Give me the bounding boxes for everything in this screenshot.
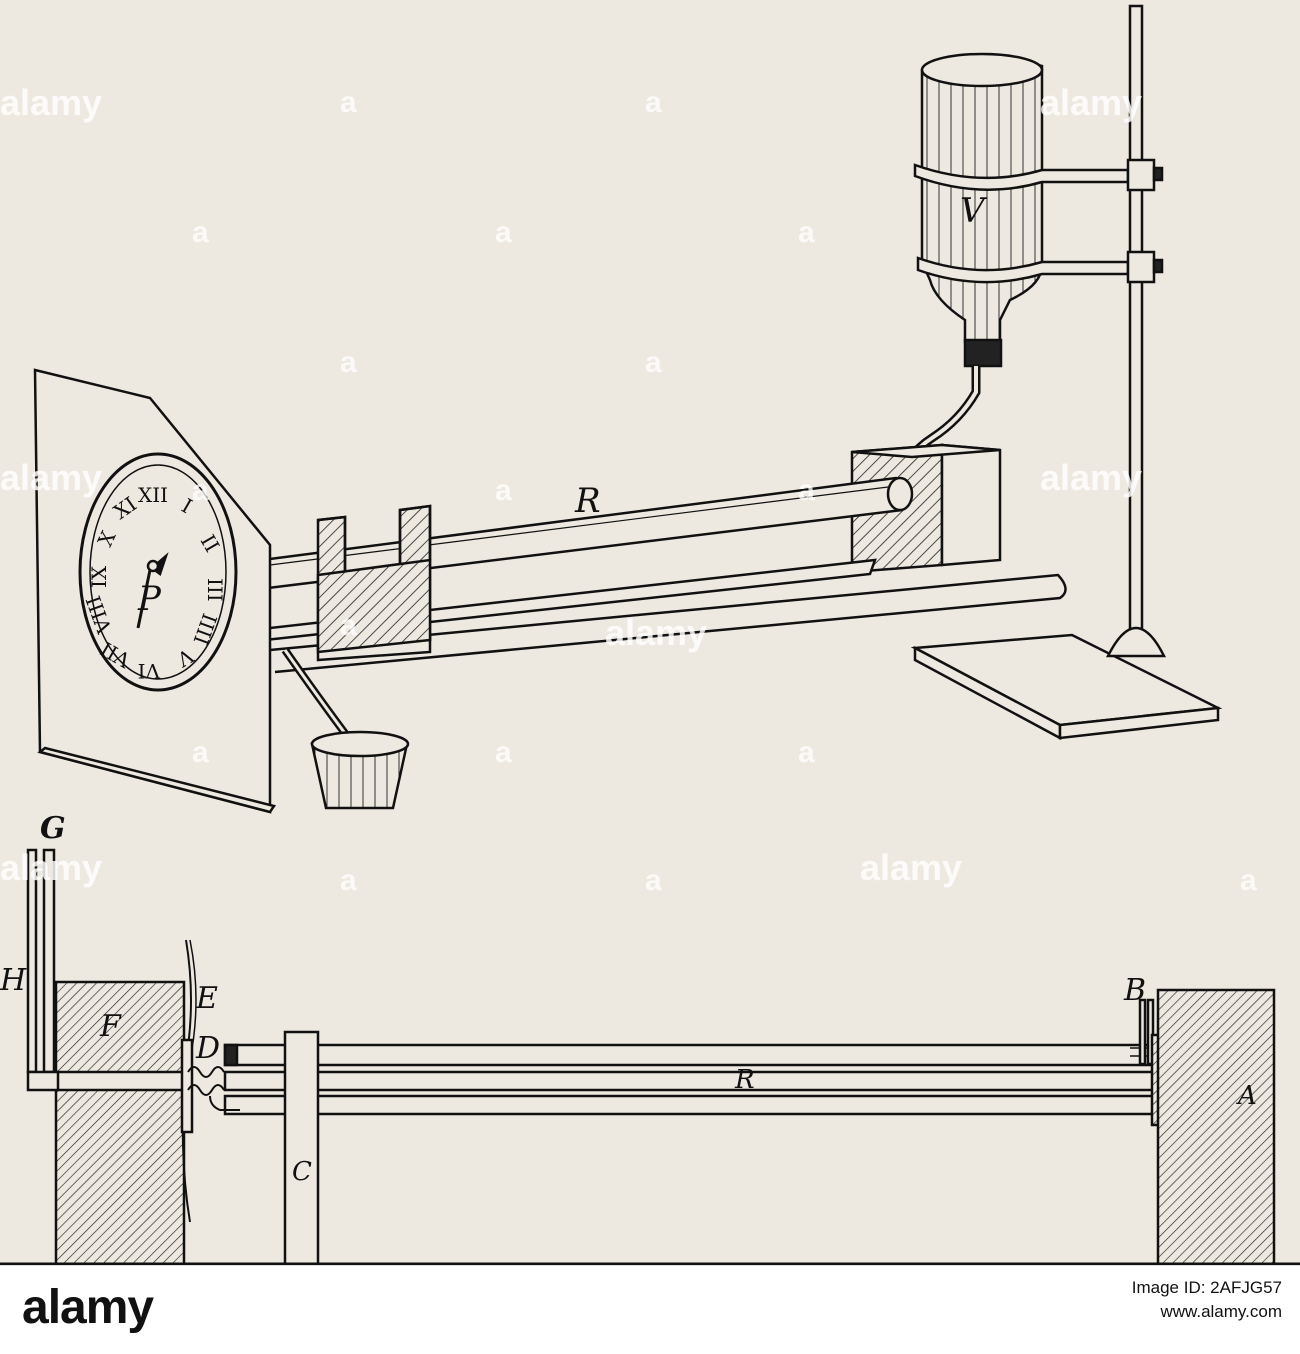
block-a bbox=[1156, 988, 1276, 1265]
watermark-small: a bbox=[645, 86, 662, 119]
dial-numeral: VI bbox=[138, 659, 161, 683]
label-c: C bbox=[292, 1157, 312, 1187]
watermark-small: a bbox=[495, 474, 512, 507]
watermark-small: a bbox=[798, 474, 815, 507]
watermark-small: a bbox=[798, 216, 815, 249]
label-e: E bbox=[195, 981, 218, 1016]
watermark-text: alamy bbox=[605, 612, 707, 653]
label-f: F bbox=[99, 1009, 122, 1044]
watermark-small: a bbox=[192, 216, 209, 249]
stand-base bbox=[910, 633, 1223, 741]
clamp-lower bbox=[916, 250, 1164, 284]
dial-numeral: IX bbox=[87, 565, 111, 588]
section-tube bbox=[209, 1043, 1157, 1116]
watermark-text: alamy bbox=[1040, 82, 1142, 123]
watermark-small: a bbox=[340, 86, 357, 119]
section-view bbox=[0, 848, 1300, 1265]
watermark-small: a bbox=[340, 346, 357, 379]
watermark-text: alamy bbox=[0, 847, 102, 888]
label-d: D bbox=[195, 1031, 220, 1066]
label-h: H bbox=[0, 963, 27, 998]
label-pointer-p: P bbox=[137, 579, 162, 619]
perspective-view bbox=[33, 4, 1223, 814]
watermark-text: alamy bbox=[0, 82, 102, 123]
gauge-tube bbox=[26, 848, 60, 1092]
dial-numeral: III bbox=[203, 578, 227, 602]
watermark-small: a bbox=[1240, 864, 1257, 897]
watermark-small: a bbox=[495, 736, 512, 769]
footer-logo: alamy bbox=[22, 1281, 154, 1334]
clamp-upper bbox=[913, 158, 1164, 192]
collection-cup bbox=[310, 730, 410, 810]
watermark-small: a bbox=[192, 474, 209, 507]
watermark-small: a bbox=[495, 216, 512, 249]
footer-bar: alamy Image ID: 2AFJG57 www.alamy.com bbox=[0, 1265, 1300, 1354]
watermark-small: a bbox=[340, 609, 357, 642]
watermark-small: a bbox=[340, 864, 357, 897]
watermark-small: a bbox=[798, 736, 815, 769]
label-g: G bbox=[40, 811, 66, 846]
watermark-small: a bbox=[645, 864, 662, 897]
dial-board bbox=[33, 368, 277, 814]
label-a: A bbox=[1236, 1081, 1257, 1111]
coil-d bbox=[187, 1066, 225, 1096]
label-tube-r-section: R bbox=[734, 1065, 755, 1095]
label-b: B bbox=[1123, 973, 1146, 1008]
image-id-label: Image ID: 2AFJG57 bbox=[1131, 1278, 1282, 1297]
post-c bbox=[283, 1030, 320, 1265]
watermark-text: alamy bbox=[0, 457, 102, 498]
watermark-small: a bbox=[645, 346, 662, 379]
watermark-layer: alamy alamy alamy alamy alamy alamy alam… bbox=[0, 82, 1257, 897]
watermark-text: alamy bbox=[860, 847, 962, 888]
dial-numeral: XII bbox=[138, 483, 168, 507]
apparatus-drawing: XII I II III IIII V VI VII VIII IX X XI … bbox=[0, 4, 1300, 1265]
site-url: www.alamy.com bbox=[1160, 1302, 1282, 1321]
watermark-small: a bbox=[192, 736, 209, 769]
label-tube-r: R bbox=[574, 481, 601, 521]
watermark-text: alamy bbox=[1040, 457, 1142, 498]
support-post bbox=[316, 504, 432, 662]
label-reservoir-v: V bbox=[960, 191, 988, 231]
footer-image-info: Image ID: 2AFJG57 www.alamy.com bbox=[1132, 1276, 1282, 1324]
